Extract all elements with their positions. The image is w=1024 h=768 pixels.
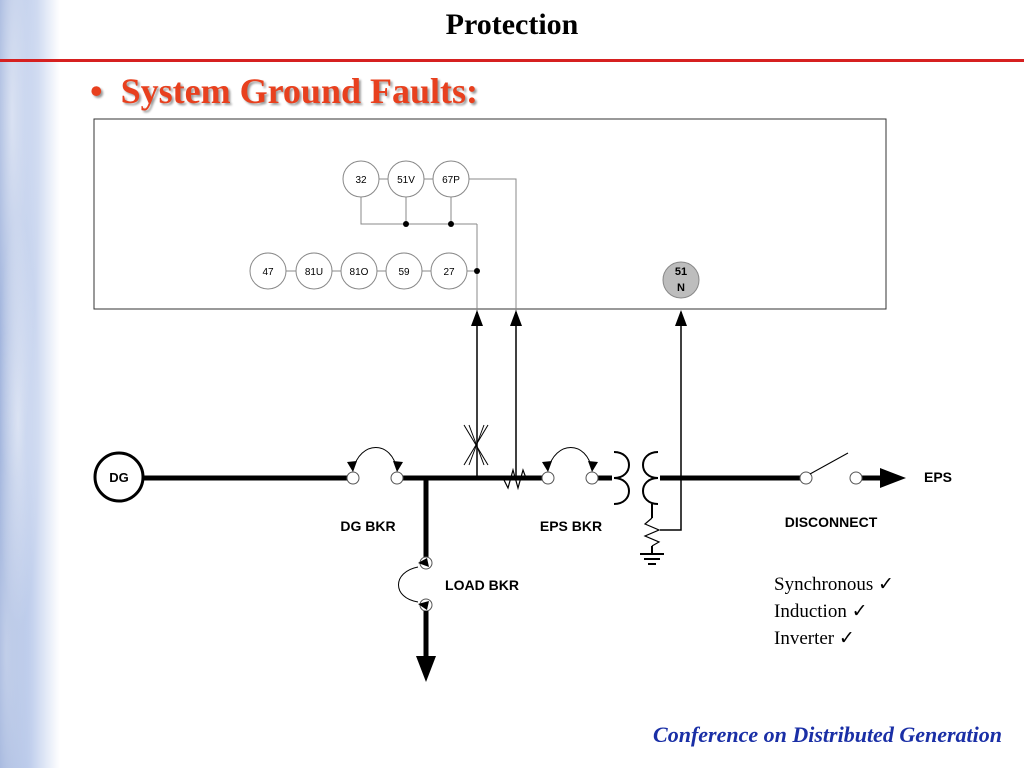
- dg-bkr-label: DG BKR: [340, 518, 395, 534]
- disconnect-label: DISCONNECT: [785, 514, 878, 530]
- load-arrow: [416, 656, 436, 682]
- eps-breaker: [541, 447, 599, 485]
- sensing-lines: [476, 312, 682, 531]
- load-bkr-label: LOAD BKR: [445, 577, 519, 593]
- eps-label: EPS: [924, 469, 952, 485]
- dg-breaker: [346, 447, 404, 485]
- relay-51v-label: 51V: [397, 175, 415, 186]
- relay-panel: [93, 118, 887, 310]
- relay-59: 59: [385, 252, 423, 290]
- relay-51n-label-top: 51: [675, 266, 687, 278]
- relay-67p: 67P: [432, 160, 470, 198]
- junction-dot: [474, 268, 480, 274]
- neutral-ground: [640, 504, 664, 565]
- dg-type-checklist: Synchronous ✓ Induction ✓ Inverter ✓: [774, 571, 894, 652]
- arrow-up: [675, 310, 687, 326]
- checklist-item-inverter: Inverter ✓: [774, 628, 855, 649]
- transformer: [613, 451, 659, 505]
- junction-dot: [403, 221, 409, 227]
- relay-51v: 51V: [387, 160, 425, 198]
- arrow-up: [510, 310, 522, 326]
- relay-81u-label: 81U: [305, 267, 323, 278]
- load-breaker: [398, 556, 433, 612]
- eps-arrow: [880, 468, 906, 488]
- page-title: Protection: [445, 8, 579, 41]
- relay-81u: 81U: [295, 252, 333, 290]
- relay-59-label: 59: [398, 267, 410, 278]
- eps-bkr-label: EPS BKR: [540, 518, 602, 534]
- checklist-item-induction: Induction ✓: [774, 601, 868, 622]
- relay-27: 27: [430, 252, 468, 290]
- check-icon: ✓: [851, 601, 868, 622]
- check-icon: ✓: [877, 574, 894, 595]
- relay-67p-label: 67P: [442, 175, 460, 186]
- footer-text: Conference on Distributed Generation: [653, 722, 1002, 747]
- title-rule: [0, 59, 1024, 62]
- relay-47-label: 47: [262, 267, 274, 278]
- bullet-text: System Ground Faults:: [120, 71, 478, 111]
- relay-81o: 81O: [340, 252, 378, 290]
- arrow-up: [471, 310, 483, 326]
- bullet-heading: • System Ground Faults:: [90, 70, 478, 112]
- relay-81o-label: 81O: [350, 267, 369, 278]
- relay-51n-label-bottom: N: [677, 282, 685, 294]
- relay-27-label: 27: [443, 267, 455, 278]
- dg-generator: DG: [93, 451, 145, 503]
- relay-32: 32: [342, 160, 380, 198]
- check-icon: ✓: [838, 628, 855, 649]
- dg-label: DG: [109, 470, 129, 485]
- relay-51n: 51 N: [662, 261, 700, 299]
- pt-symbol: [463, 424, 489, 466]
- checklist-item-synchronous: Synchronous ✓: [774, 574, 894, 595]
- relay-32-label: 32: [355, 175, 367, 186]
- left-decorative-band: [0, 0, 60, 768]
- junction-dot: [448, 221, 454, 227]
- bullet-marker: •: [90, 71, 103, 111]
- disconnect-switch: [799, 452, 863, 485]
- relay-47: 47: [249, 252, 287, 290]
- relay-wiring: [360, 178, 517, 320]
